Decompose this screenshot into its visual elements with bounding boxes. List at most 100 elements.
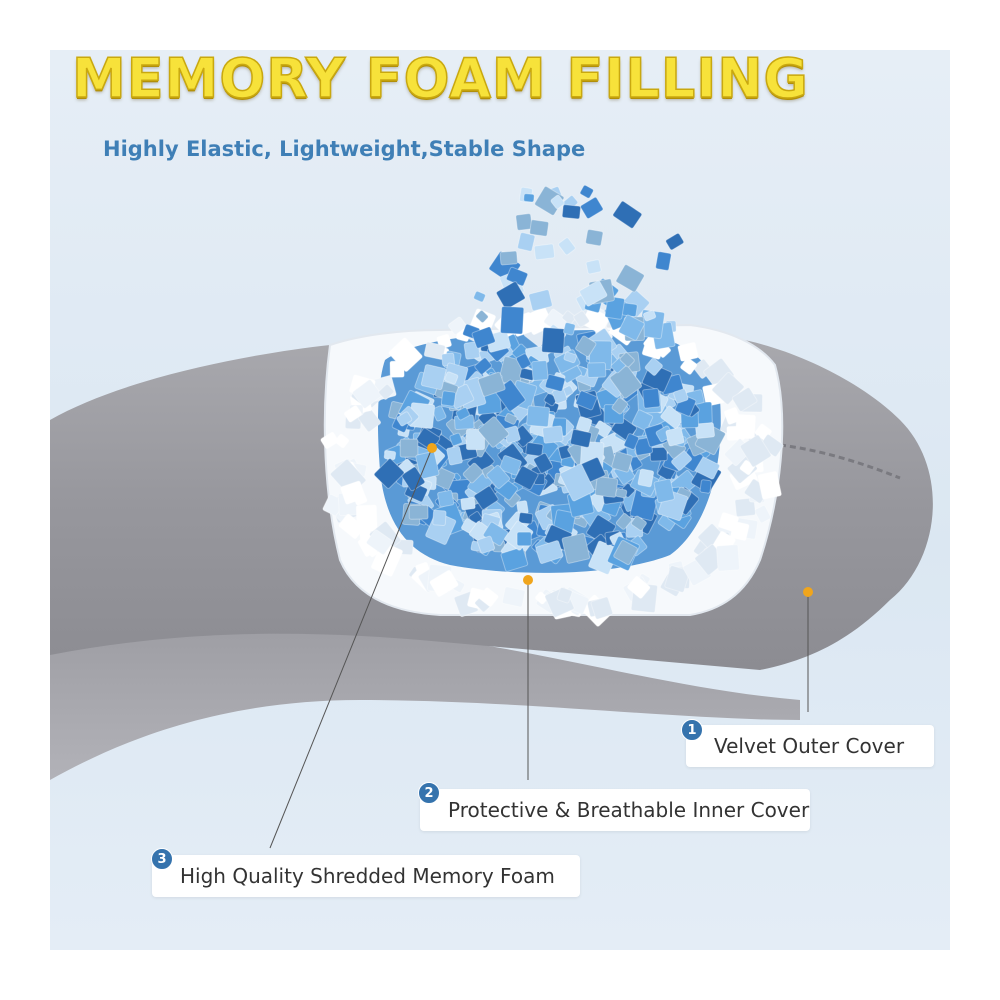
foam-piece: [529, 219, 550, 237]
callout-line-3: [269, 447, 433, 849]
foam-piece: [612, 200, 643, 229]
foam-piece: [533, 452, 554, 474]
foam-piece: [558, 237, 576, 256]
foam-pieces: [320, 184, 784, 627]
foam-piece: [475, 310, 489, 323]
pointer-dot-2: [523, 575, 533, 585]
foam-piece: [420, 364, 447, 391]
callout-label-text: Protective & Breathable Inner Cover: [448, 798, 810, 822]
foam-piece: [561, 533, 591, 564]
foam-piece: [653, 478, 675, 503]
callout-number-badge: 1: [681, 719, 703, 741]
foam-piece: [534, 591, 549, 605]
foam-piece: [352, 379, 383, 409]
foam-piece: [476, 535, 496, 554]
foam-piece: [694, 422, 716, 439]
foam-piece: [515, 353, 532, 370]
foam-piece: [478, 587, 499, 607]
foam-piece: [460, 497, 476, 511]
foam-piece: [739, 434, 772, 468]
foam-piece: [585, 228, 604, 247]
foam-piece: [559, 463, 595, 502]
foam-piece: [630, 515, 647, 531]
foam-piece: [401, 466, 426, 492]
foam-piece: [423, 341, 446, 360]
callout-label-velvet-outer-cover: Velvet Outer Cover: [686, 725, 934, 767]
pillow-lower-arm: [50, 621, 800, 780]
foam-piece: [580, 196, 604, 219]
page-title: MEMORY FOAM FILLING: [71, 47, 809, 110]
foam-piece: [496, 281, 526, 310]
foam-piece: [531, 360, 549, 382]
pointer-dot-3: [427, 443, 437, 453]
foam-piece: [357, 408, 382, 433]
foam-piece: [569, 428, 592, 448]
foam-piece: [615, 488, 628, 499]
foam-piece: [542, 425, 564, 444]
callout-number-badge: 2: [418, 782, 440, 804]
foam-piece: [550, 194, 565, 210]
foam-piece: [562, 322, 576, 336]
foam-piece: [446, 445, 463, 466]
foam-piece: [444, 371, 459, 385]
foam-piece: [726, 425, 746, 441]
foam-piece: [478, 416, 510, 448]
foam-piece: [623, 433, 640, 450]
foam-piece: [615, 513, 633, 530]
foam-piece: [415, 451, 440, 480]
foam-piece: [627, 575, 651, 599]
foam-piece: [504, 413, 518, 425]
foam-piece: [631, 409, 654, 431]
foam-piece: [665, 427, 685, 447]
foam-piece: [373, 458, 405, 489]
foam-piece: [585, 259, 602, 275]
foam-piece: [465, 428, 485, 451]
foam-piece: [665, 232, 685, 251]
foam-piece: [463, 341, 481, 360]
foam-piece: [486, 464, 511, 489]
foam-piece: [563, 351, 578, 364]
foam-piece: [455, 407, 470, 421]
foam-piece: [757, 470, 782, 500]
foam-piece: [447, 316, 467, 335]
foam-piece: [561, 310, 577, 325]
foam-piece: [734, 497, 756, 518]
callout-label-shredded-memory-foam: High Quality Shredded Memory Foam: [152, 855, 580, 897]
foam-piece: [500, 546, 529, 572]
foam-piece: [378, 383, 395, 400]
foam-piece: [556, 587, 573, 604]
foam-piece: [518, 512, 534, 525]
foam-piece: [673, 388, 689, 404]
foam-piece: [535, 540, 564, 565]
foam-piece: [544, 373, 566, 392]
foam-piece: [513, 465, 539, 491]
foam-piece: [462, 462, 484, 484]
foam-piece: [517, 232, 536, 252]
foam-piece: [611, 397, 629, 415]
foam-piece: [523, 193, 535, 203]
foam-piece: [396, 411, 413, 427]
foam-piece: [754, 505, 772, 524]
foam-piece: [525, 442, 544, 457]
foam-piece: [587, 362, 607, 379]
foam-piece: [649, 446, 668, 462]
foam-piece: [533, 243, 556, 261]
foam-piece: [500, 305, 525, 335]
foam-piece: [637, 468, 655, 488]
callout-label-inner-cover: Protective & Breathable Inner Cover: [420, 789, 810, 831]
foam-piece: [429, 569, 459, 598]
foam-piece: [499, 455, 522, 476]
foam-piece: [440, 390, 457, 407]
page-subtitle: Highly Elastic, Lightweight,Stable Shape: [103, 137, 586, 161]
callout-label-text: Velvet Outer Cover: [714, 734, 905, 758]
foam-piece: [351, 488, 368, 506]
foam-piece: [590, 596, 614, 620]
foam-piece: [408, 504, 429, 520]
foam-piece: [613, 539, 638, 566]
foam-piece: [477, 371, 506, 397]
foam-piece: [644, 357, 663, 376]
foam-piece: [618, 314, 645, 341]
foam-piece: [579, 184, 594, 199]
foam-piece: [320, 431, 339, 450]
